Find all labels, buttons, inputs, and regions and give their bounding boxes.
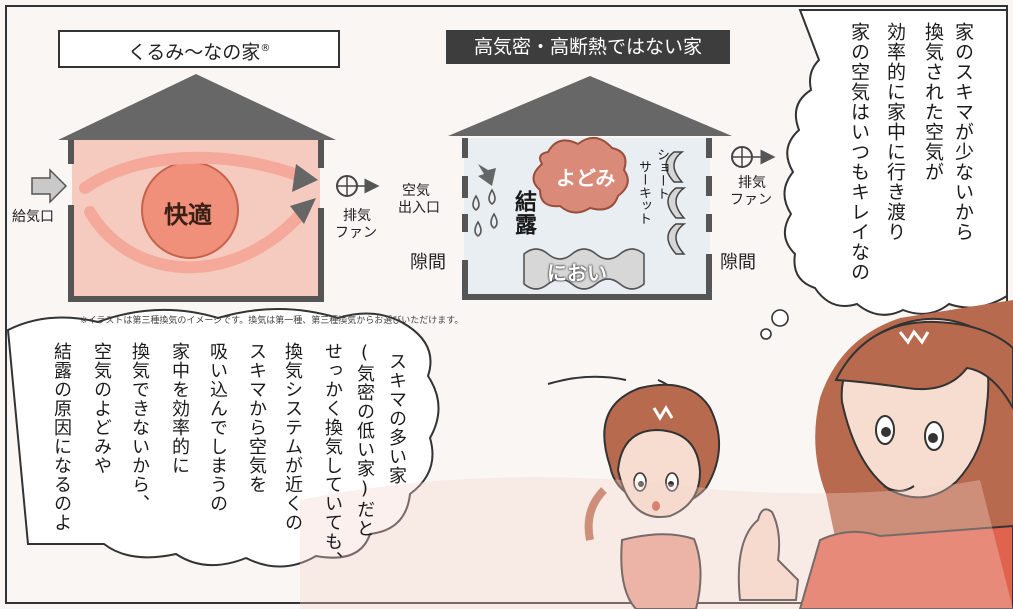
footnote: ※イラストは第三種換気のイメージです。換気は第一種、第三種換気からお選びいただけ… bbox=[80, 316, 464, 326]
opening-label-2: 出入口 bbox=[398, 200, 440, 216]
bubble-left-line-2: (気密の低い家)だと bbox=[354, 342, 375, 538]
odor-label: におい bbox=[547, 261, 607, 285]
right-house-title: 高気密・高断熱ではない家 bbox=[446, 30, 730, 64]
bubble-left-line-8: 換気できないから、 bbox=[129, 342, 150, 513]
bubble-left-line-5: スキマから空気を bbox=[246, 342, 267, 494]
short-circuit-label-1: ショート bbox=[654, 148, 669, 200]
short-circuit-arrows bbox=[665, 151, 687, 255]
condensation-label: 結露 bbox=[511, 190, 536, 236]
left-house-title: くるみ〜なの家® bbox=[58, 30, 340, 68]
exhaust-fan-icon-right bbox=[731, 146, 776, 168]
bubble-right-line-2: 換気された空気が bbox=[922, 22, 944, 182]
short-circuit-label-2: サーキット bbox=[636, 160, 651, 225]
stagnation-label: よどみ bbox=[556, 166, 616, 190]
registered-mark: ® bbox=[260, 43, 271, 54]
left-fan-label-2: ファン bbox=[335, 225, 377, 241]
stagnation-cloud bbox=[532, 137, 629, 214]
bubble-left-line-10: 結露の原因になるのよ bbox=[51, 342, 72, 532]
speech-bubble-left bbox=[6, 308, 440, 568]
airflow-arrow-bottom bbox=[84, 206, 306, 274]
bubble-left-line-6: 吸い込んでしまうの bbox=[207, 342, 228, 513]
opening-label-1: 空気 bbox=[402, 183, 430, 199]
right-house-diagram bbox=[448, 76, 776, 300]
airflow-arrow-top bbox=[79, 151, 306, 194]
right-fan-label-2: ファン bbox=[730, 192, 772, 208]
exhaust-fan-icon bbox=[336, 175, 380, 197]
gap-label-right: 隙間 bbox=[720, 252, 756, 273]
bubble-left-line-4: 換気システムが近くの bbox=[282, 342, 303, 532]
bubble-right-line-3: 効率的に家中に行き渡り bbox=[884, 22, 906, 242]
speech-bubble-right bbox=[783, 9, 1008, 316]
girl-character bbox=[584, 383, 720, 609]
woman-character bbox=[737, 300, 1013, 609]
left-house-roof bbox=[58, 74, 336, 140]
pointing-hand bbox=[737, 508, 800, 601]
left-fan-label-1: 排気 bbox=[343, 208, 371, 224]
odor-band bbox=[523, 248, 645, 290]
right-house-roof bbox=[448, 76, 732, 136]
intake-label: 給気口 bbox=[12, 209, 54, 225]
condensation-drops bbox=[472, 188, 498, 237]
left-house-diagram bbox=[31, 74, 380, 302]
intake-arrow bbox=[31, 168, 68, 204]
left-house-title-text: くるみ〜なの家 bbox=[127, 41, 261, 64]
comfort-label: 快適 bbox=[164, 201, 212, 229]
bubble-left-line-1: スキマの多い家 bbox=[386, 352, 407, 485]
bubble-left-line-7: 家中を効率的に bbox=[169, 342, 190, 475]
inlet-arrow bbox=[478, 164, 496, 186]
bubble-right-line-4: 家の空気はいつもキレイなの bbox=[848, 22, 870, 282]
right-fan-label-1: 排気 bbox=[738, 175, 766, 191]
bubble-right-line-1: 家のスキマが少ないから bbox=[952, 22, 974, 242]
bubble-left-line-3: せっかく換気していても、 bbox=[322, 342, 343, 570]
bubble-left-line-9: 空気のよどみや bbox=[91, 342, 112, 475]
gap-label-left: 隙間 bbox=[410, 252, 446, 273]
